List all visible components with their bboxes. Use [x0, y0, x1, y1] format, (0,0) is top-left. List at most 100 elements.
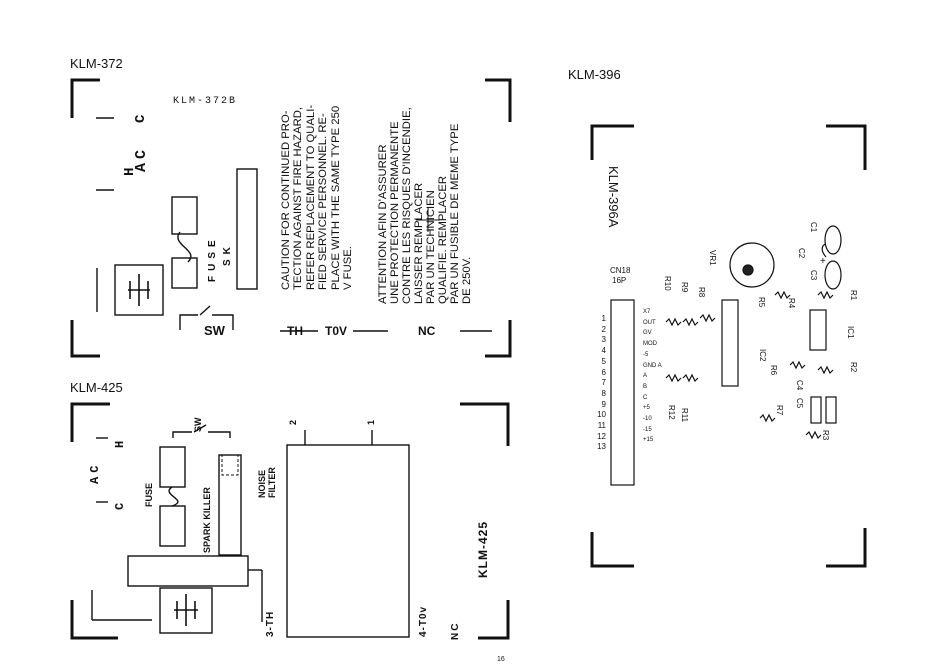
attention-line: PAR UN TECHNICIEN	[425, 190, 437, 304]
r11-label: R11	[680, 408, 689, 423]
caution-line: CAUTION FOR CONTINUED PRO-	[280, 110, 292, 291]
c4-label: C4	[795, 380, 804, 391]
caution-line: V FUSE.	[342, 246, 355, 290]
noise-line: NOISE	[257, 469, 267, 498]
pin-number: 13	[597, 442, 606, 452]
r12-label: R12	[667, 405, 676, 420]
caution-line: TECTION AGAINST FIRE HAZARD,	[292, 106, 305, 290]
connector-pins: 16P	[612, 276, 627, 285]
attention-line: CONTRE LES RISQUES D'INCENDIE,	[401, 107, 413, 304]
pin-name: B	[643, 383, 648, 390]
caution-text: CAUTION FOR CONTINUED PRO- TECTION AGAIN…	[280, 105, 354, 290]
pin-name: X7	[643, 309, 651, 315]
pin-number: 6	[601, 367, 606, 377]
r4-label: R4	[787, 298, 796, 309]
attention-line: LAISSER REMPLACER	[413, 182, 425, 304]
r8-label: R8	[697, 287, 706, 298]
pin-number: 2	[601, 324, 606, 334]
attention-text: ATTENTION AFIN D'ASSURER UNE PROTECTION …	[377, 107, 473, 304]
klm425-pin2: 2	[288, 419, 298, 425]
pin-number: 10	[597, 410, 606, 420]
pin-name: +15	[643, 437, 654, 444]
klm425-fuse-label: FUSE	[144, 482, 154, 507]
pin-name: +5	[643, 405, 650, 412]
r2-label: R2	[849, 362, 858, 373]
klm425-ac-label: AC	[88, 461, 102, 484]
r10-label: R10	[663, 276, 672, 291]
filter-line: FILTER	[267, 467, 277, 498]
attention-line: QUALIFIE. REMPLACER	[437, 175, 449, 304]
c3-label: C3	[809, 270, 818, 281]
r6-label: R6	[769, 365, 778, 376]
attention-line: UNE PROTECTION PERMANENTE	[389, 121, 401, 304]
pin-name: OUT	[643, 319, 656, 326]
r7-label: R7	[775, 405, 784, 416]
attention-line: DE 250V.	[461, 256, 473, 304]
pin-name-list: X7 OUT GV MOD -5 GND A A B C +5 -10 -15 …	[643, 307, 662, 446]
klm396-lines	[610, 225, 842, 486]
pin-name: -5	[643, 351, 649, 358]
plus-label: +	[820, 256, 826, 267]
klm425-c-label: C	[113, 502, 127, 510]
ground-symbol-425	[174, 594, 198, 626]
attention-line: PAR UN FUSIBLE DE MEME TYPE	[449, 123, 461, 304]
klm396-board-id: KLM-396A	[606, 166, 621, 228]
ic1-label: IC1	[846, 326, 855, 339]
pin-name: MOD	[643, 341, 657, 348]
vr1-label: VR1	[708, 250, 717, 266]
pin-name: GV	[643, 330, 652, 337]
c1-label: C1	[809, 222, 818, 233]
pin-name: GND A	[643, 362, 662, 369]
klm372-sk-label: SK	[222, 242, 233, 266]
klm425-title: KLM-425	[70, 380, 123, 395]
attention-line: ATTENTION AFIN D'ASSURER	[377, 144, 389, 305]
klm425-board-id: KLM-425	[476, 520, 490, 578]
klm372-title: KLM-372	[70, 56, 123, 71]
r1-label: R1	[849, 290, 858, 301]
r5-label: R5	[757, 297, 766, 308]
ic2-label: IC2	[758, 349, 767, 362]
pin-number: 7	[601, 378, 606, 388]
pin-number: 4	[601, 346, 606, 356]
caution-line: REFER REPLACEMENT TO QUALI-	[304, 104, 317, 290]
klm372-sw-label: SW	[204, 323, 225, 338]
klm372-c-label: C	[133, 114, 149, 123]
connector-label: CN18	[610, 266, 631, 275]
pin-name: -15	[643, 426, 652, 433]
plus-mark-372	[416, 208, 440, 232]
c2-label: C2	[797, 248, 806, 259]
caution-line: PLACE WITH THE SAME TYPE 250	[329, 105, 342, 290]
pin-number: 1	[601, 314, 606, 323]
klm372-board-id: KLM-372B	[173, 96, 238, 107]
pin-number: 9	[601, 399, 606, 409]
pin-number: 12	[597, 431, 606, 441]
r3-label: R3	[821, 430, 830, 441]
pin-number: 11	[597, 421, 606, 431]
klm396-title: KLM-396	[568, 67, 621, 82]
klm425-3th-label: 3-TH	[265, 610, 276, 637]
klm425-pin1: 1	[366, 419, 376, 425]
klm425-h-label: H	[113, 440, 127, 448]
klm425-4t-label: 4-T0v	[418, 605, 429, 637]
klm372-lines	[96, 117, 492, 332]
c5-label: C5	[795, 398, 804, 409]
pin-number: 3	[601, 335, 606, 345]
klm425-sw-label: SW	[193, 417, 203, 433]
ground-symbol-372	[128, 274, 150, 306]
klm425-lines	[91, 424, 410, 638]
klm372-ac-label: AC	[133, 145, 150, 172]
pin-name: -10	[643, 416, 652, 423]
klm372-tov-label: T0V	[325, 324, 348, 338]
klm372-nc-label: NC	[418, 324, 436, 338]
caution-line: FIED SERVICE PERSONNEL. RE-	[317, 113, 330, 290]
klm425-noise-label: NOISE FILTER	[257, 467, 277, 498]
klm425-nc-label: NC	[450, 621, 461, 640]
page-number: 16	[497, 656, 505, 663]
pin-name: C	[643, 394, 648, 401]
klm372-th-label: TH	[287, 324, 303, 338]
pin-number: 5	[601, 356, 606, 366]
pin-number-list: 1 2 3 4 5 6 7 8 9 10 11 12 13	[590, 314, 606, 453]
pin-number: 8	[601, 388, 606, 398]
klm425-spark-label: SPARK KILLER	[202, 487, 212, 553]
